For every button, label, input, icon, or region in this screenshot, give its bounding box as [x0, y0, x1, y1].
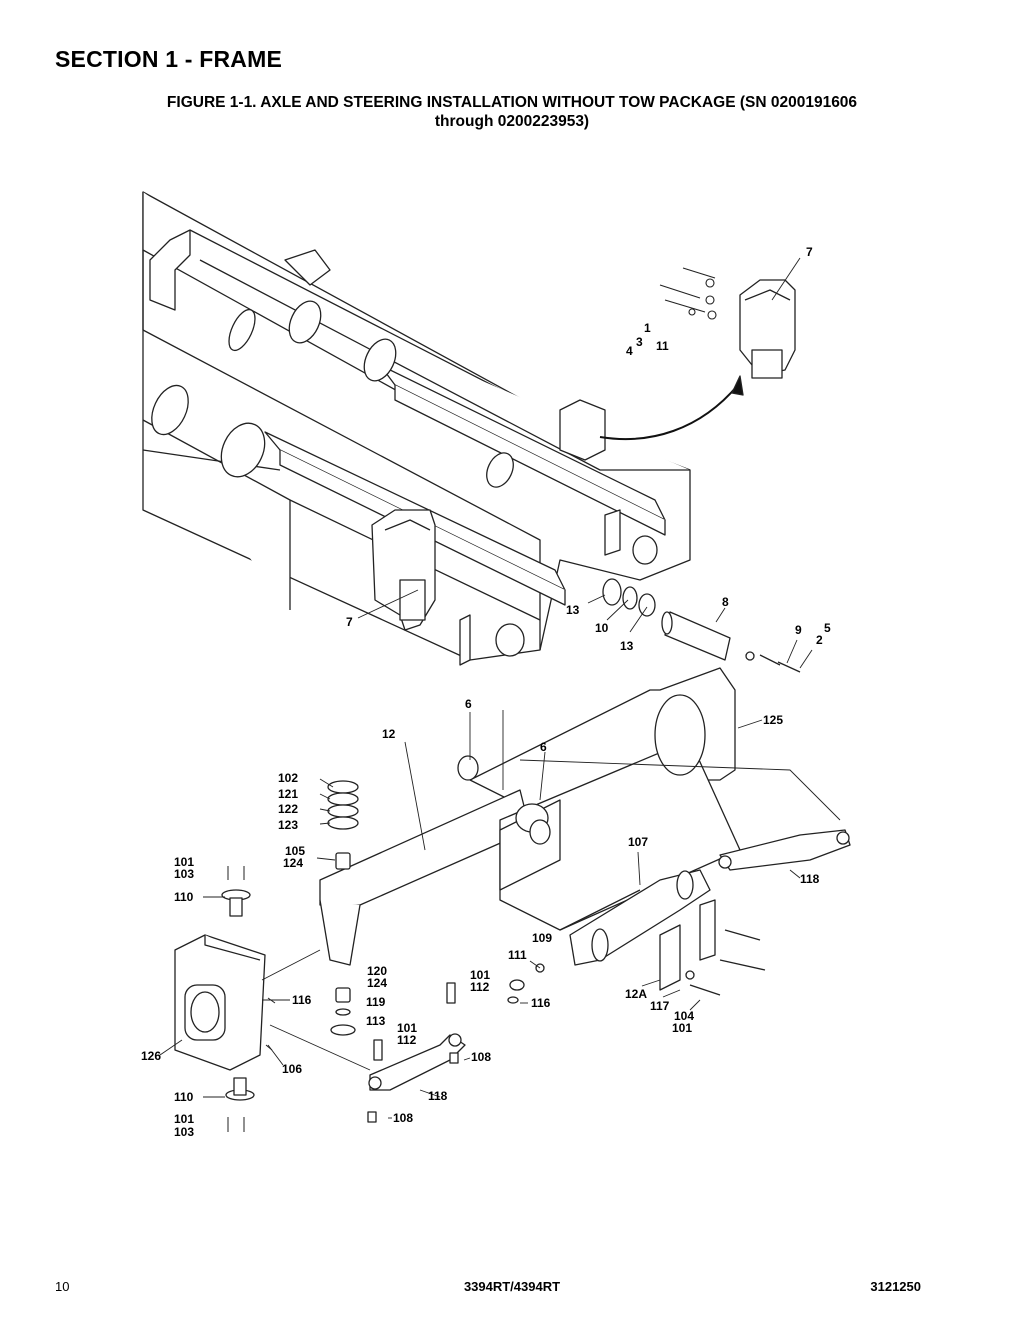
callout-101-middle: 101 [470, 968, 491, 982]
callout-122: 122 [278, 802, 299, 816]
callout-1: 1 [644, 321, 651, 335]
callout-5: 5 [824, 621, 831, 635]
callout-101-right: 101 [672, 1021, 693, 1035]
callout-10: 10 [595, 621, 609, 635]
figure-title-line-1: FIGURE 1-1. AXLE AND STEERING INSTALLATI… [166, 94, 858, 111]
callout-113: 113 [366, 1014, 386, 1028]
callout-6-right: 6 [540, 740, 547, 754]
bolts-group-top [659, 267, 717, 320]
callout-7-lower: 7 [346, 615, 353, 629]
callout-9: 9 [795, 623, 802, 637]
callout-8: 8 [722, 595, 729, 609]
callout-121: 121 [278, 787, 299, 801]
callout-101-lower: 101 [397, 1021, 418, 1035]
axle-assembly [319, 667, 741, 966]
callout-125: 125 [763, 713, 784, 727]
callout-116-right: 116 [531, 996, 551, 1010]
callout-7-upper: 7 [806, 245, 813, 259]
callout-123: 123 [278, 818, 299, 832]
callout-116-left: 116 [292, 993, 312, 1007]
king-pin-top [221, 889, 251, 917]
callout-2: 2 [816, 633, 823, 647]
spindle-housing [174, 934, 266, 1071]
tie-rod-lower [368, 1033, 466, 1091]
callout-13-top: 13 [566, 603, 580, 617]
callout-117: 117 [650, 999, 670, 1013]
callout-105: 105 [285, 844, 306, 858]
callout-103-top: 103 [174, 867, 195, 881]
callout-104: 104 [674, 1009, 695, 1023]
leader-lines [159, 257, 841, 1119]
tie-rod-upper [718, 829, 851, 871]
callout-110-top: 110 [174, 890, 194, 904]
washer-stack [327, 780, 359, 1036]
callout-124-upper: 124 [283, 856, 304, 870]
callout-3: 3 [636, 335, 643, 349]
model-number: 3394RT/4394RT [463, 1279, 561, 1294]
callout-13-bottom: 13 [620, 639, 634, 653]
callout-12: 12 [382, 727, 396, 741]
callout-110-bottom: 110 [174, 1090, 194, 1104]
page-number: 10 [55, 1279, 70, 1294]
callout-111: 111 [508, 948, 527, 962]
figure-title-line-2: through 0200223953) [434, 113, 590, 130]
king-pin-bottom [225, 1077, 255, 1101]
callout-11: 11 [656, 339, 669, 353]
arrow-head [731, 375, 744, 396]
callout-126: 126 [141, 1049, 162, 1063]
callout-119: 119 [366, 995, 386, 1009]
callout-118-upper: 118 [800, 872, 820, 886]
frame-assembly [142, 191, 691, 666]
callout-12A: 12A [625, 987, 648, 1001]
steering-cylinder-upper [739, 279, 796, 379]
callout-103-bottom: 103 [174, 1125, 195, 1139]
figure-title: FIGURE 1-1. AXLE AND STEERING INSTALLATI… [40, 93, 984, 131]
callout-108-lower: 108 [393, 1111, 414, 1125]
callout-4: 4 [626, 344, 633, 358]
callout-120: 120 [367, 964, 388, 978]
document-number: 3121250 [870, 1279, 921, 1294]
steering-cylinder-107 [569, 869, 711, 966]
small-fasteners [227, 866, 276, 1132]
steering-cylinder-lower [371, 509, 436, 631]
callout-6-left: 6 [465, 697, 472, 711]
callout-112-lower: 112 [397, 1033, 417, 1047]
callout-101-bottom-left: 101 [174, 1112, 195, 1126]
callout-101-top-left: 101 [174, 855, 195, 869]
clamp-parts [367, 899, 766, 1123]
callout-107: 107 [628, 835, 649, 849]
callout-118-lower: 118 [428, 1089, 448, 1103]
callout-112-upper: 112 [470, 980, 490, 994]
callout-108-upper: 108 [471, 1050, 492, 1064]
section-title: SECTION 1 - FRAME [55, 46, 283, 72]
relocation-arrow [599, 384, 739, 441]
callout-109: 109 [532, 931, 553, 945]
callout-124-lower: 124 [367, 976, 388, 990]
pivot-pin-assembly [602, 578, 801, 673]
callout-102: 102 [278, 771, 299, 785]
callout-106: 106 [282, 1062, 303, 1076]
